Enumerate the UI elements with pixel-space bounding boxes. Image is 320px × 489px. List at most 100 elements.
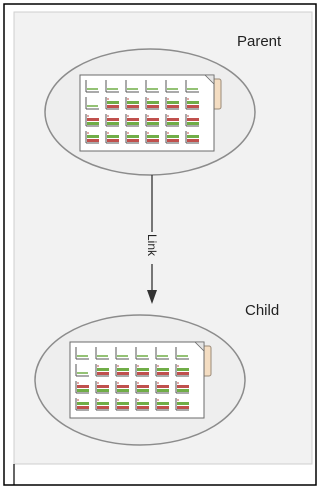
thumb-series <box>177 385 189 388</box>
chart-thumbnail <box>85 97 99 110</box>
thumb-series <box>177 372 189 375</box>
thumb-series <box>147 118 159 121</box>
thumb-series <box>97 368 109 371</box>
child-node-label: Child <box>245 302 280 319</box>
thumb-series <box>137 406 149 409</box>
chart-thumbnail <box>125 114 139 127</box>
thumb-series <box>87 135 99 138</box>
thumb-series <box>77 406 89 409</box>
sheet-fold <box>204 74 215 85</box>
thumb-series <box>87 118 99 121</box>
thumb-series <box>117 402 129 405</box>
thumb-series <box>147 135 159 138</box>
worksheet-icon[interactable] <box>69 341 212 419</box>
chart-thumbnail <box>105 97 119 110</box>
thumb-series <box>97 385 109 388</box>
thumb-series <box>147 105 159 108</box>
thumb-series <box>77 385 89 388</box>
chart-thumbnail <box>85 80 99 93</box>
thumb-series <box>137 385 149 388</box>
chart-thumbnail <box>185 131 199 144</box>
chart-thumbnail <box>75 398 89 411</box>
chart-thumbnail <box>165 114 179 127</box>
chart-thumbnail <box>75 347 89 360</box>
thumb-series <box>187 122 199 125</box>
thumb-series <box>97 389 109 392</box>
thumb-series <box>147 101 159 104</box>
thumb-series <box>77 389 89 392</box>
sheet-fold <box>194 341 205 352</box>
chart-thumbnail <box>115 364 129 377</box>
worksheet-sheet <box>69 341 205 419</box>
thumb-series <box>167 118 179 121</box>
thumb-series <box>187 118 199 121</box>
thumb-series <box>117 406 129 409</box>
worksheet-sheet <box>79 74 215 152</box>
thumb-series <box>127 122 139 125</box>
thumb-series <box>157 372 169 375</box>
thumb-series <box>127 118 139 121</box>
thumb-series <box>177 389 189 392</box>
parent-node-label: Parent <box>237 33 282 50</box>
chart-thumbnail <box>145 80 159 93</box>
thumb-series <box>157 402 169 405</box>
chart-thumbnail <box>185 97 199 110</box>
thumb-series <box>77 402 89 405</box>
chart-thumbnail <box>155 347 169 360</box>
chart-thumbnail <box>115 398 129 411</box>
link-arrowhead <box>147 290 157 304</box>
thumb-series <box>117 389 129 392</box>
thumb-series <box>97 402 109 405</box>
chart-thumbnail <box>175 381 189 394</box>
thumb-series <box>127 105 139 108</box>
chart-thumbnail <box>95 364 109 377</box>
chart-thumbnail <box>85 131 99 144</box>
thumb-series <box>117 385 129 388</box>
thumb-series <box>127 101 139 104</box>
chart-thumbnail <box>155 364 169 377</box>
chart-thumbnail <box>165 131 179 144</box>
thumb-series <box>187 139 199 142</box>
thumb-series <box>177 406 189 409</box>
thumb-series <box>87 139 99 142</box>
chart-thumbnail <box>75 364 89 377</box>
chart-thumbnail <box>175 347 189 360</box>
thumb-series <box>167 135 179 138</box>
chart-thumbnail <box>125 97 139 110</box>
thumb-series <box>107 105 119 108</box>
chart-thumbnail <box>145 97 159 110</box>
thumb-series <box>187 135 199 138</box>
thumb-series <box>127 135 139 138</box>
thumb-series <box>107 122 119 125</box>
chart-thumbnail <box>135 347 149 360</box>
thumb-series <box>97 372 109 375</box>
thumb-series <box>177 402 189 405</box>
thumb-series <box>167 139 179 142</box>
chart-thumbnail <box>175 398 189 411</box>
link-label-background <box>146 232 158 264</box>
chart-thumbnail <box>185 114 199 127</box>
worksheet-icon[interactable] <box>79 74 222 152</box>
chart-thumbnail <box>135 398 149 411</box>
thumb-series <box>157 385 169 388</box>
chart-thumbnail <box>125 80 139 93</box>
chart-thumbnail <box>165 80 179 93</box>
thumb-series <box>117 372 129 375</box>
thumb-series <box>167 122 179 125</box>
chart-thumbnail <box>95 398 109 411</box>
chart-thumbnail <box>105 114 119 127</box>
thumb-series <box>177 368 189 371</box>
thumb-series <box>97 406 109 409</box>
thumb-series <box>137 402 149 405</box>
chart-thumbnail <box>115 381 129 394</box>
thumb-series <box>117 368 129 371</box>
thumb-series <box>87 122 99 125</box>
thumb-series <box>157 368 169 371</box>
chart-thumbnail <box>175 364 189 377</box>
chart-thumbnail <box>145 131 159 144</box>
chart-thumbnail <box>95 381 109 394</box>
chart-thumbnail <box>145 114 159 127</box>
chart-thumbnail <box>125 131 139 144</box>
